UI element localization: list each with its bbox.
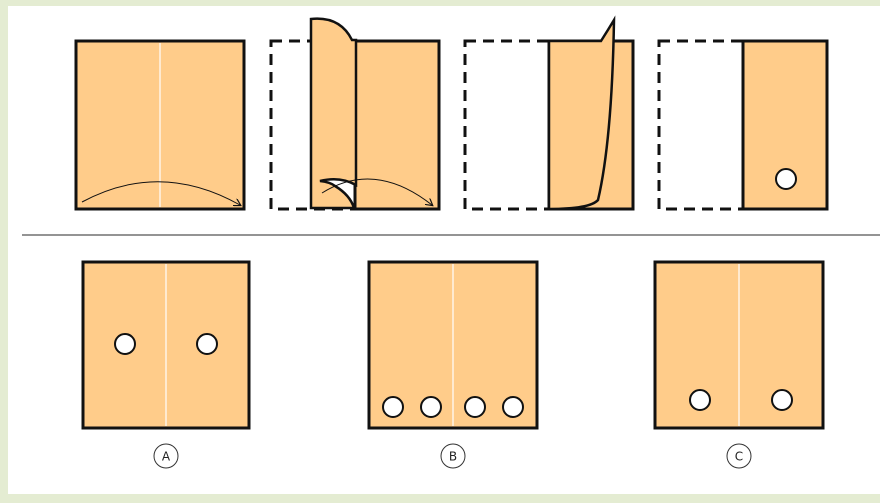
option-c[interactable]: C — [655, 262, 823, 468]
step-3-panel — [465, 20, 633, 209]
hole — [503, 397, 523, 417]
step-2-panel — [271, 19, 439, 209]
option-c-label: C — [735, 450, 743, 464]
hole — [690, 390, 710, 410]
step-1-panel — [76, 41, 244, 209]
hole — [197, 334, 217, 354]
folding-flap — [311, 19, 356, 208]
hole — [383, 397, 403, 417]
option-a-label: A — [162, 450, 171, 464]
hole — [115, 334, 135, 354]
option-b-label: B — [449, 450, 457, 464]
hole — [772, 390, 792, 410]
right-half-paper — [355, 41, 439, 209]
option-b[interactable]: B — [369, 262, 537, 468]
hole — [421, 397, 441, 417]
punched-hole — [776, 169, 796, 189]
step-4-panel — [659, 41, 827, 209]
option-a[interactable]: A — [83, 262, 249, 468]
hole — [465, 397, 485, 417]
